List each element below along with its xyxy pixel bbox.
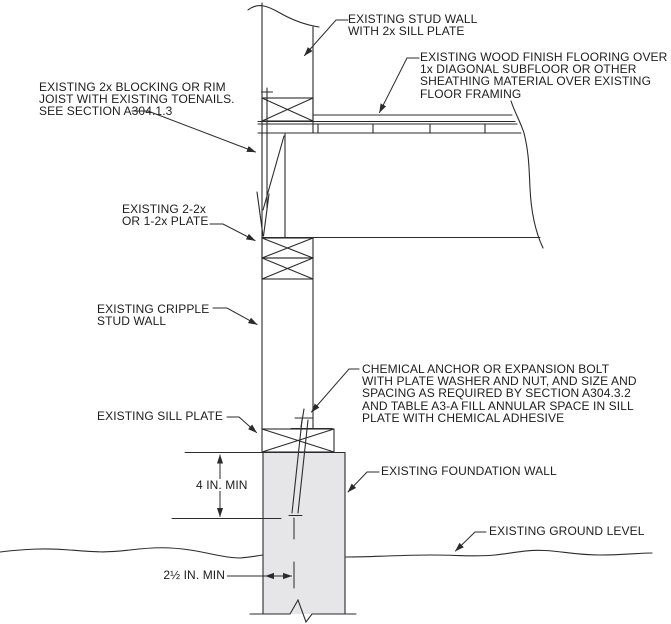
leader-sill-plate xyxy=(226,416,257,433)
ground-line-left xyxy=(0,547,264,559)
anchor-bolt xyxy=(288,408,333,517)
foundation-break-line xyxy=(249,598,357,624)
toenail-line xyxy=(262,135,285,211)
finish-flooring-lines xyxy=(257,114,516,123)
dim-edge-distance-lines xyxy=(224,517,295,589)
label-foundation-wall: EXISTING FOUNDATION WALL xyxy=(381,464,557,478)
foundation-wall-shape xyxy=(249,451,357,624)
leader-foundation-wall xyxy=(347,471,380,493)
plate-nail xyxy=(256,191,270,237)
leader-chemical-anchor xyxy=(311,368,360,413)
label-cripple-wall: EXISTING CRIPPLE STUD WALL xyxy=(97,302,210,329)
leader-ground-level xyxy=(455,531,487,552)
label-stud-wall: EXISTING STUD WALL WITH 2x SILL PLATE xyxy=(348,12,478,39)
leader-blocking xyxy=(131,110,257,153)
label-plate: EXISTING 2-2x OR 1-2x PLATE xyxy=(122,202,209,229)
label-chemical-anchor: CHEMICAL ANCHOR OR EXPANSION BOLT WITH P… xyxy=(362,362,637,425)
label-ground-level: EXISTING GROUND LEVEL xyxy=(489,524,645,538)
label-finish-flooring: EXISTING WOOD FINISH FLOORING OVER 1x DI… xyxy=(420,50,668,101)
double-top-plate-xbox xyxy=(261,237,314,280)
ground-line-right xyxy=(345,549,653,558)
torn-edge-line xyxy=(510,100,544,249)
sill-nail xyxy=(260,87,274,209)
upper-stud-wall-lines xyxy=(261,2,314,430)
leader-finish-flooring xyxy=(379,57,420,114)
upper-sill-plate-xbox xyxy=(261,97,314,122)
leader-cripple-wall xyxy=(212,307,258,325)
top-break-line xyxy=(247,5,320,28)
sill-plate-xbox xyxy=(261,428,335,453)
label-dim-edge-distance: 2½ IN. MIN xyxy=(153,569,227,581)
label-sill-plate: EXISTING SILL PLATE xyxy=(97,409,223,423)
leader-stud-wall xyxy=(304,19,349,56)
leader-plate xyxy=(209,223,256,241)
label-dim-embedment: 4 IN. MIN xyxy=(194,478,250,492)
subfloor-lines xyxy=(257,123,522,134)
floor-framing-outline xyxy=(261,132,541,239)
label-blocking: EXISTING 2x BLOCKING OR RIM JOIST WITH E… xyxy=(39,80,235,119)
